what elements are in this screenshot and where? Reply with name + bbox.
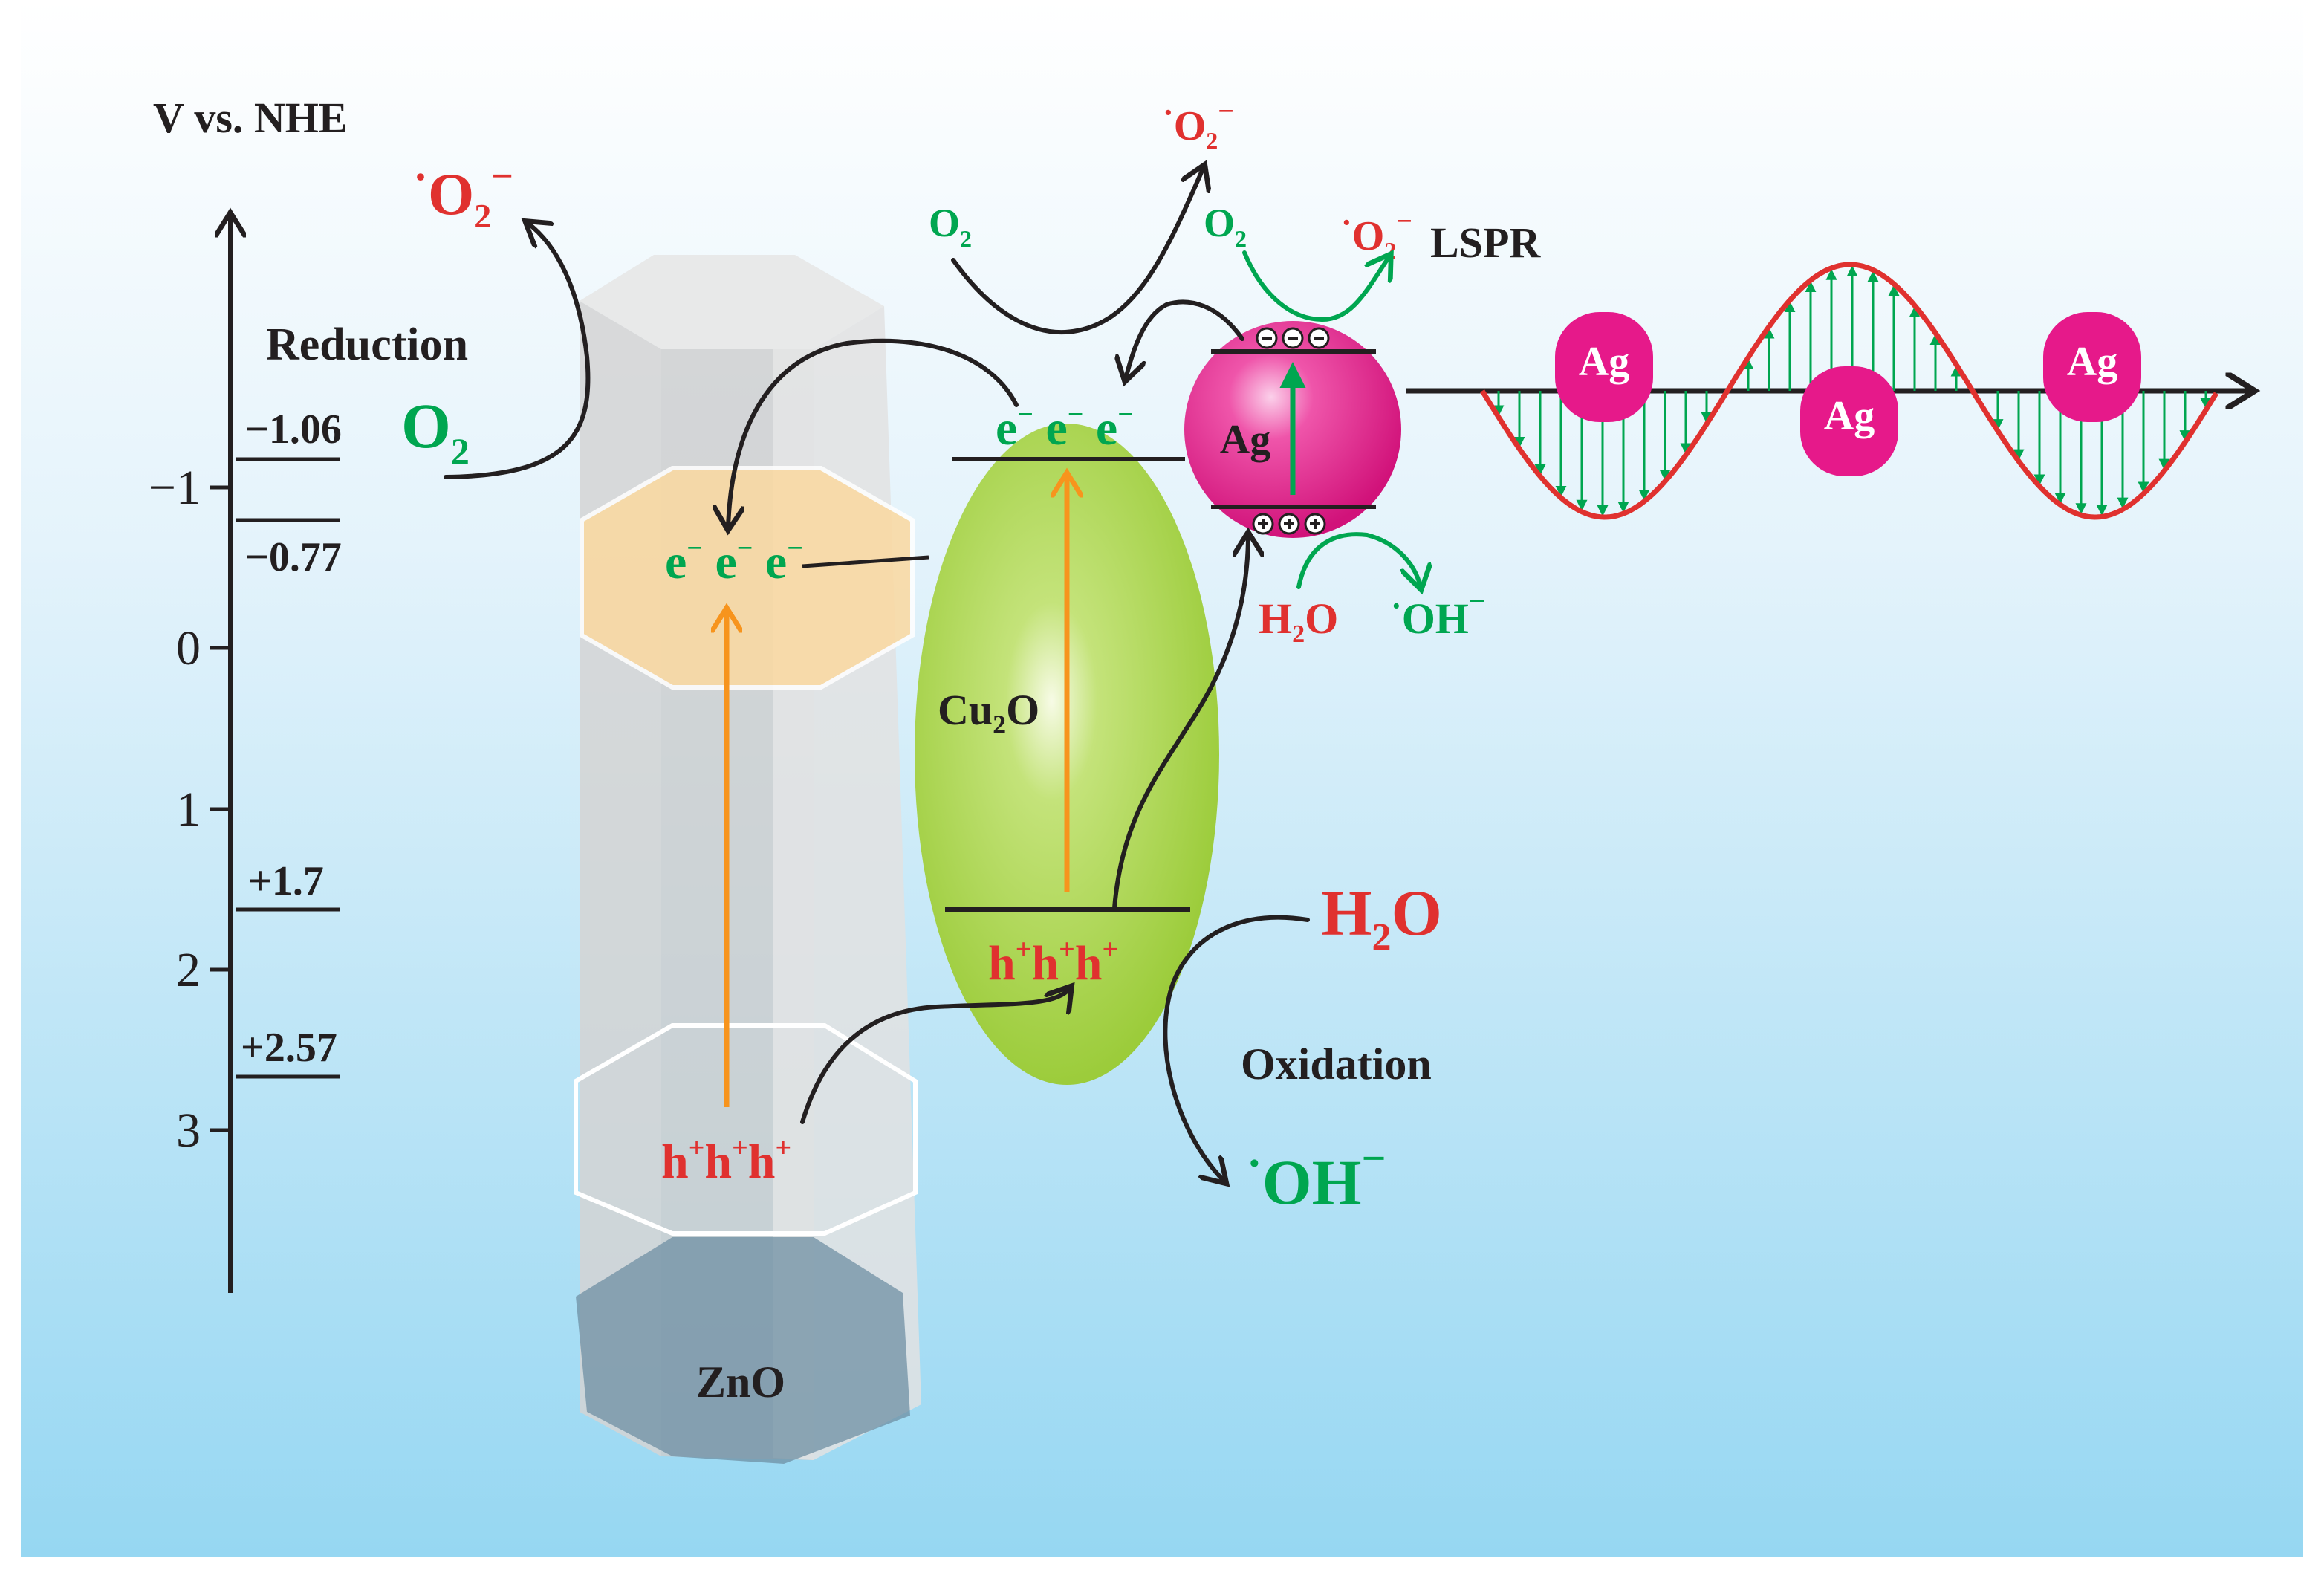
cu2o-electrons: e− e− e−: [996, 399, 1134, 455]
hydroxyl-radical-small: ·OH−: [1391, 584, 1486, 643]
zno-holes: h+h+h+: [661, 1132, 791, 1189]
cu2o-reduction-arrow: [951, 167, 1204, 335]
superoxide-radical-top: ·O2−: [1163, 94, 1234, 154]
reaction-arrows: [444, 167, 1421, 1181]
oxidation-arrow: [1163, 915, 1310, 1181]
level-label: −0.77: [245, 534, 342, 580]
lspr-wave: Ag Ag Ag LSPR: [1406, 218, 2251, 520]
svg-text:Ag: Ag: [1579, 339, 1629, 385]
junction-line: [802, 555, 929, 568]
reduction-label: Reduction: [266, 320, 468, 370]
ag-oxidation-arrow: [1296, 532, 1421, 587]
ag-wave-particle: Ag: [1800, 366, 1898, 476]
h2o-label-small: H2O: [1259, 594, 1338, 648]
zno-label: ZnO: [696, 1358, 785, 1407]
hydroxyl-radical-label: ·OH−: [1247, 1134, 1386, 1218]
tick-label: −1: [149, 461, 201, 515]
electron-transfer-arrow: [728, 338, 1019, 528]
o2-label-ag: O2: [1204, 201, 1247, 252]
level-label: −1.06: [245, 406, 342, 453]
hole-transfer-arrow: [1112, 535, 1248, 910]
ag-wave-particle: Ag: [1555, 312, 1653, 422]
zno-conduction-band: [580, 466, 915, 690]
level-label: +1.7: [248, 858, 324, 904]
ag-label: Ag: [1220, 417, 1270, 463]
wave-curve: [1480, 262, 2218, 520]
tick-label: 1: [176, 782, 201, 837]
ag-nanoparticle: Ag: [1184, 321, 1401, 538]
lspr-label: LSPR: [1430, 218, 1541, 267]
o2-label-small: O2: [929, 201, 972, 252]
zno-valence-band: [574, 1023, 918, 1236]
level-label: +2.57: [241, 1025, 337, 1071]
cu2o-holes: h+h+h+: [988, 934, 1118, 990]
o2-label: O2: [401, 390, 470, 472]
tick-label: 2: [176, 943, 201, 997]
tick-label: 0: [176, 621, 201, 675]
axis-title: V vs. NHE: [153, 94, 348, 142]
zno-hole-arrow: [800, 988, 1070, 1124]
potential-axis: V vs. NHE −1 0 1 2 3 −1.06 −0.77 +1.7 +2…: [149, 94, 468, 1293]
cu2o-label: Cu2O: [938, 686, 1039, 739]
ag-electron-arrow: [1126, 299, 1244, 379]
svg-text:Ag: Ag: [1824, 393, 1875, 439]
h2o-label: H2O: [1321, 878, 1442, 959]
zno-electrons: e− e− e−: [665, 533, 803, 589]
superoxide-radical-label: ·O2−: [413, 152, 513, 235]
zno-column: ZnO: [574, 255, 921, 1464]
svg-text:Ag: Ag: [2067, 339, 2117, 385]
oxidation-label: Oxidation: [1241, 1040, 1432, 1089]
carriers: e− e− e− e− e− e− h+h+h+ h+h+h+: [661, 399, 1134, 1189]
zno-base: [576, 1237, 910, 1464]
reduction-arrow: [444, 223, 591, 479]
tick-label: 3: [176, 1103, 201, 1158]
ag-wave-particle: Ag: [2043, 312, 2141, 422]
ag-reduction-arrow: [1242, 253, 1389, 322]
